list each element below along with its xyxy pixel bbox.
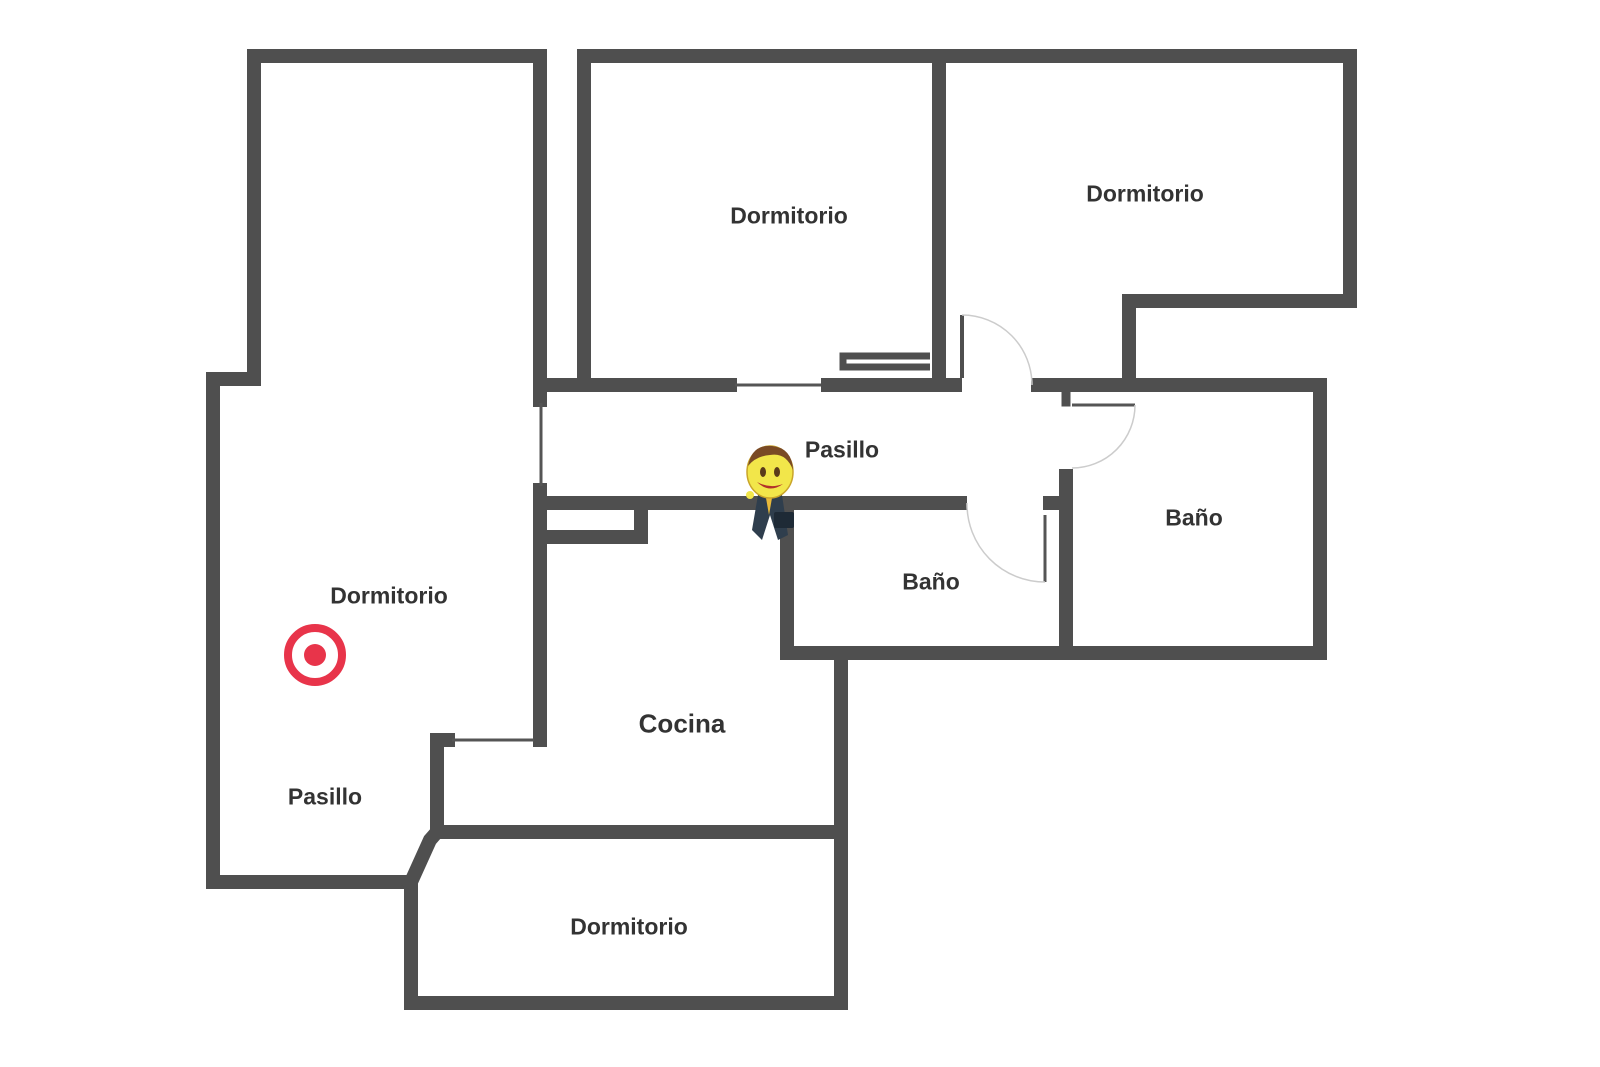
wall-bath-top (780, 378, 1327, 660)
room-label-hallway: Pasillo (804, 436, 880, 463)
room-label-bedroom: Dormitorio (570, 913, 688, 940)
door-swing-1 (961, 314, 1033, 386)
wall-diagonal-corner (401, 733, 455, 892)
room-label-bathroom: Baño (1165, 504, 1223, 531)
target-icon[interactable] (284, 624, 346, 686)
room-label-bedroom: Dormitorio (730, 202, 848, 229)
door-swing-2 (1071, 404, 1136, 469)
room-label-bathroom: Baño (902, 568, 960, 595)
wall-closet (540, 496, 648, 544)
closet-bracket (839, 352, 930, 371)
wall-top (577, 49, 1357, 392)
room-label-bedroom: Dormitorio (1086, 180, 1204, 207)
room-label-hallway: Pasillo (287, 783, 363, 810)
mascot-icon (746, 445, 794, 540)
wall-left-outer (206, 49, 547, 889)
room-label-bedroom: Dormitorio (330, 582, 448, 609)
room-label-kitchen: Cocina (638, 708, 726, 739)
door-swing-3 (966, 502, 1046, 583)
